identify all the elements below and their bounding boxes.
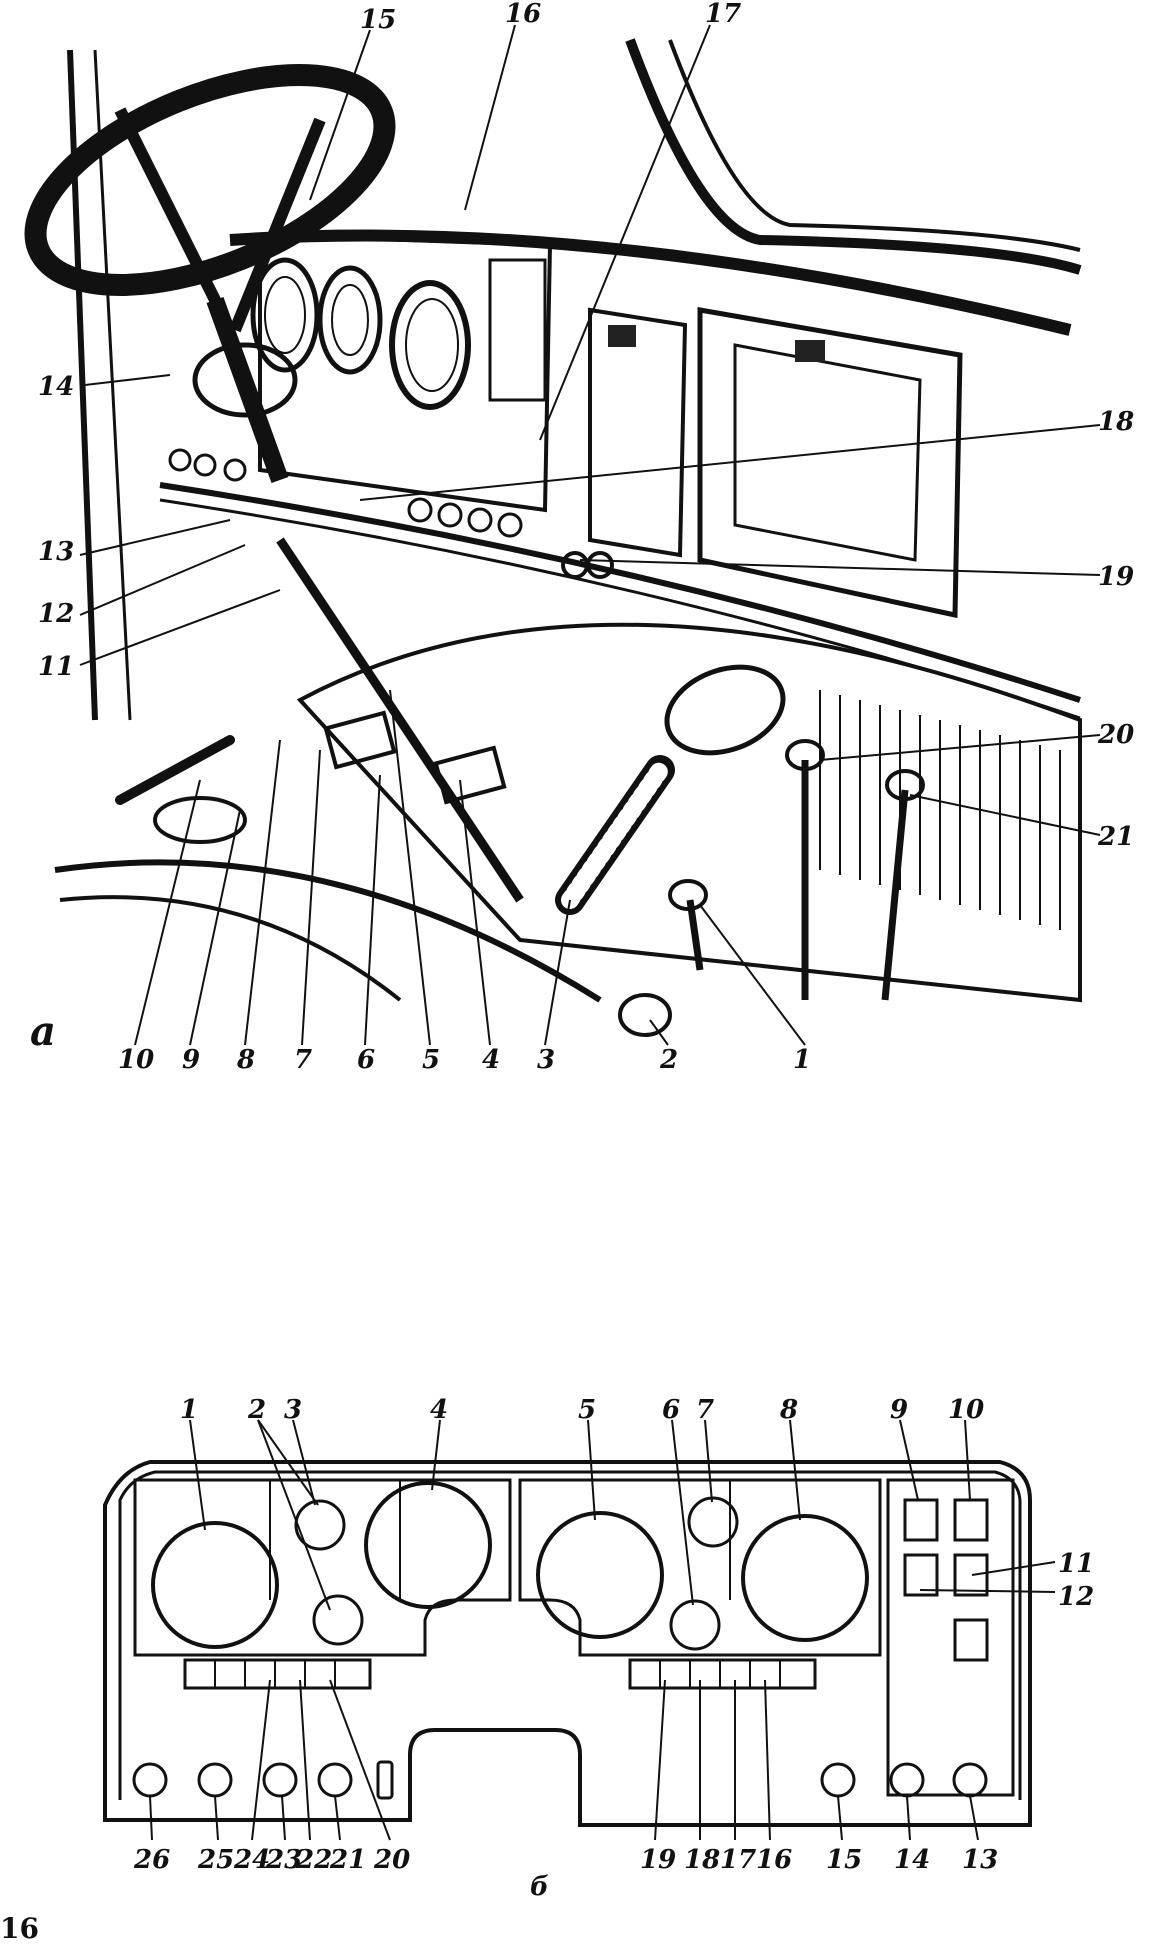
callout-b-14: 14 xyxy=(894,1845,930,1875)
callout-a-11: 11 xyxy=(38,652,74,682)
callout-a-13: 13 xyxy=(38,537,74,567)
callout-b-2: 2 xyxy=(247,1395,266,1425)
callout-b-6: 6 xyxy=(662,1395,680,1425)
callout-b-20: 20 xyxy=(373,1845,410,1875)
callout-a-20: 20 xyxy=(1097,720,1134,750)
callout-a-7: 7 xyxy=(294,1045,312,1075)
callout-leaders-a xyxy=(79,24,1101,1046)
callout-b-22: 22 xyxy=(295,1845,332,1875)
callout-leaders-b xyxy=(149,1419,1056,1841)
callout-b-16: 16 xyxy=(756,1845,792,1875)
callout-a-8: 8 xyxy=(236,1045,255,1075)
callout-b-4: 4 xyxy=(430,1395,448,1425)
callout-b-7: 7 xyxy=(696,1395,714,1425)
callout-b-21: 21 xyxy=(329,1845,366,1875)
callout-b-1: 1 xyxy=(180,1395,198,1425)
callout-a-4: 4 xyxy=(482,1045,500,1075)
callout-a-3: 3 xyxy=(537,1045,555,1075)
callout-a-15: 15 xyxy=(360,5,396,35)
callout-a-18: 18 xyxy=(1098,407,1134,437)
panel-letter-b: б xyxy=(530,1872,549,1902)
callout-a-10: 10 xyxy=(118,1045,154,1075)
callout-a-14: 14 xyxy=(38,372,74,402)
callout-b-15: 15 xyxy=(826,1845,862,1875)
callout-a-9: 9 xyxy=(182,1045,200,1075)
callout-b-10: 10 xyxy=(948,1395,984,1425)
callout-b-12: 12 xyxy=(1058,1582,1094,1612)
callout-b-8: 8 xyxy=(779,1395,798,1425)
callout-b-25: 25 xyxy=(197,1845,234,1875)
callout-b-17: 17 xyxy=(720,1845,756,1875)
callout-b-26: 26 xyxy=(133,1845,170,1875)
callout-a-1: 1 xyxy=(793,1045,811,1075)
callout-labels-b: 1 2 3 4 5 6 7 8 9 10 11 12 13 14 15 16 1… xyxy=(133,1395,1094,1902)
callout-a-17: 17 xyxy=(705,0,741,29)
panel-letter-a: a xyxy=(30,1008,56,1055)
callout-b-13: 13 xyxy=(962,1845,998,1875)
callout-b-18: 18 xyxy=(684,1845,720,1875)
callout-b-11: 11 xyxy=(1058,1549,1094,1579)
page-number: 16 xyxy=(0,1912,39,1945)
callout-b-5: 5 xyxy=(578,1395,596,1425)
callout-a-21: 21 xyxy=(1097,822,1134,852)
callout-b-19: 19 xyxy=(640,1845,676,1875)
callout-b-23: 23 xyxy=(265,1845,302,1875)
panel-scheme-drawing xyxy=(103,1460,1032,1827)
callout-b-24: 24 xyxy=(233,1845,270,1875)
callout-b-3: 3 xyxy=(284,1395,302,1425)
callout-a-12: 12 xyxy=(38,599,74,629)
callout-labels-a: 1 2 3 4 5 6 7 8 9 10 11 12 13 14 15 16 1… xyxy=(30,0,1134,1075)
callout-a-16: 16 xyxy=(505,0,541,29)
callout-b-9: 9 xyxy=(890,1395,908,1425)
cab-interior-drawing xyxy=(24,38,1082,1037)
callout-a-5: 5 xyxy=(422,1045,440,1075)
callout-a-6: 6 xyxy=(357,1045,375,1075)
callout-a-19: 19 xyxy=(1098,562,1134,592)
callout-a-2: 2 xyxy=(659,1045,678,1075)
